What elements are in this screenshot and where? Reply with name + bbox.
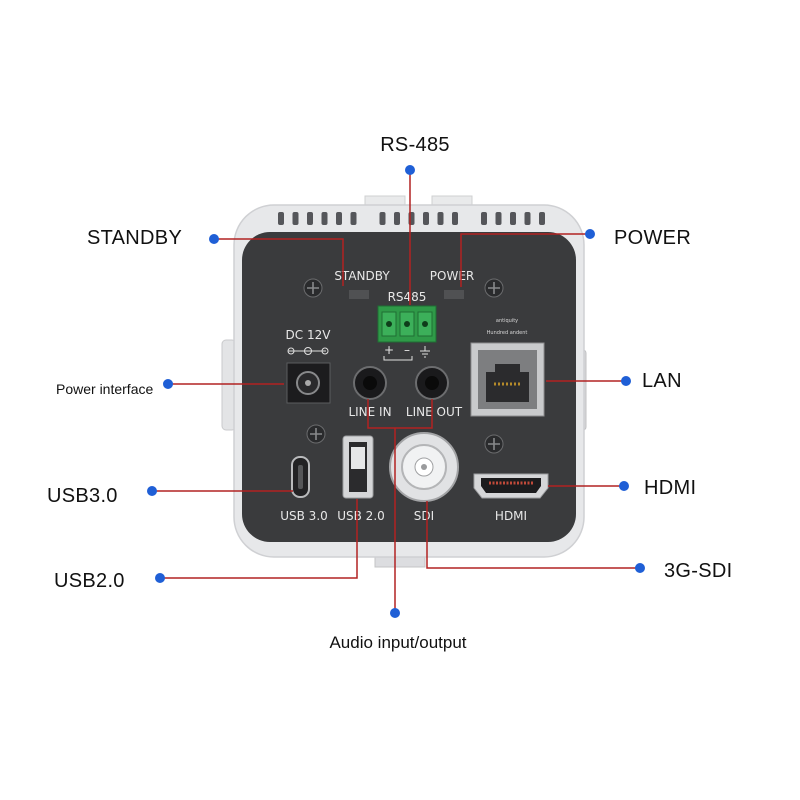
screw-icon: [484, 434, 504, 454]
usb2-type-a-port: [342, 435, 374, 499]
vent-slot: [510, 212, 516, 225]
vent-slot: [539, 212, 545, 225]
vent-slot: [336, 212, 342, 225]
vent-slot: [307, 212, 313, 225]
callout-power-interface: Power interface: [56, 381, 153, 397]
callout-sdi: 3G-SDI: [664, 560, 732, 582]
svg-text:–: –: [404, 343, 410, 357]
vent-slot: [437, 212, 444, 225]
dot-usb2: [155, 573, 165, 583]
panel-label-sdi: SDI: [414, 509, 434, 523]
line-in-jack: [353, 366, 387, 400]
standby-led: [349, 290, 369, 299]
dot-audio: [390, 608, 400, 618]
dot-power: [585, 229, 595, 239]
lan-label-top2: Hundred andent: [487, 330, 528, 336]
dot-hdmi: [619, 481, 629, 491]
dot-rs485: [405, 165, 415, 175]
vent-slot: [292, 212, 299, 225]
screw-icon: [303, 278, 323, 298]
rs485-terminal-block: [377, 305, 437, 343]
hdmi-port: [473, 473, 549, 499]
panel-label-usb3: USB 3.0: [280, 509, 328, 523]
vent-slot: [278, 212, 284, 225]
leader-standby: [214, 238, 344, 286]
dc-power-jack: [286, 362, 331, 404]
panel-label-standby: STANDBY: [334, 269, 390, 283]
camera-housing: [221, 195, 587, 568]
panel-label-rs485: RS485: [388, 290, 427, 304]
panel-label-power: POWER: [430, 269, 474, 283]
vent-slot: [481, 212, 487, 225]
callout-dots: [147, 165, 645, 618]
panel-label-usb2: USB 2.0: [337, 509, 385, 523]
leader-lines: [152, 170, 640, 613]
rs485-polarity-marks: + –: [383, 343, 430, 361]
vent-slot: [321, 212, 328, 225]
rear-panel: [242, 232, 576, 542]
dot-usb3: [147, 486, 157, 496]
vent-slot: [394, 212, 400, 225]
sdi-bnc-connector: [389, 432, 459, 502]
power-led: [444, 290, 464, 299]
callout-lan: LAN: [642, 370, 682, 392]
vent-slot: [379, 212, 386, 225]
callout-rs485: RS-485: [380, 134, 450, 156]
line-out-jack: [415, 366, 449, 400]
usb3-type-c-port: [291, 456, 310, 498]
vent-slot: [495, 212, 502, 225]
panel-label-hdmi: HDMI: [495, 509, 527, 523]
leader-power: [460, 233, 590, 287]
callout-standby: STANDBY: [87, 227, 182, 249]
screw-icon: [306, 424, 326, 444]
vent-slot: [350, 212, 357, 225]
dot-lan: [621, 376, 631, 386]
callout-audio: Audio input/output: [329, 633, 466, 652]
panel-label-dc: DC 12V: [286, 328, 332, 342]
callout-hdmi: HDMI: [644, 477, 696, 499]
lan-label-top1: antiquity: [496, 318, 518, 324]
vent-slot: [452, 212, 458, 225]
leader-audio-bracket: [367, 399, 433, 429]
panel-label-line-in: LINE IN: [348, 405, 391, 419]
svg-text:+: +: [384, 343, 394, 357]
callout-power: POWER: [614, 227, 691, 249]
dot-sdi: [635, 563, 645, 573]
screws: [303, 278, 504, 454]
vent-slot: [423, 212, 429, 225]
dot-power-interface: [163, 379, 173, 389]
ground-icon: [420, 346, 430, 358]
dot-standby: [209, 234, 219, 244]
leader-sdi: [426, 501, 640, 569]
dc-polarity-icon: [287, 347, 329, 355]
vent-slot: [524, 212, 531, 225]
callout-usb2: USB2.0: [54, 570, 125, 592]
leader-usb2: [160, 499, 358, 579]
panel-label-line-out: LINE OUT: [406, 405, 463, 419]
vent-slots: [278, 212, 545, 225]
screw-icon: [484, 278, 504, 298]
lan-port: [470, 342, 545, 417]
callout-usb3: USB3.0: [47, 485, 118, 507]
